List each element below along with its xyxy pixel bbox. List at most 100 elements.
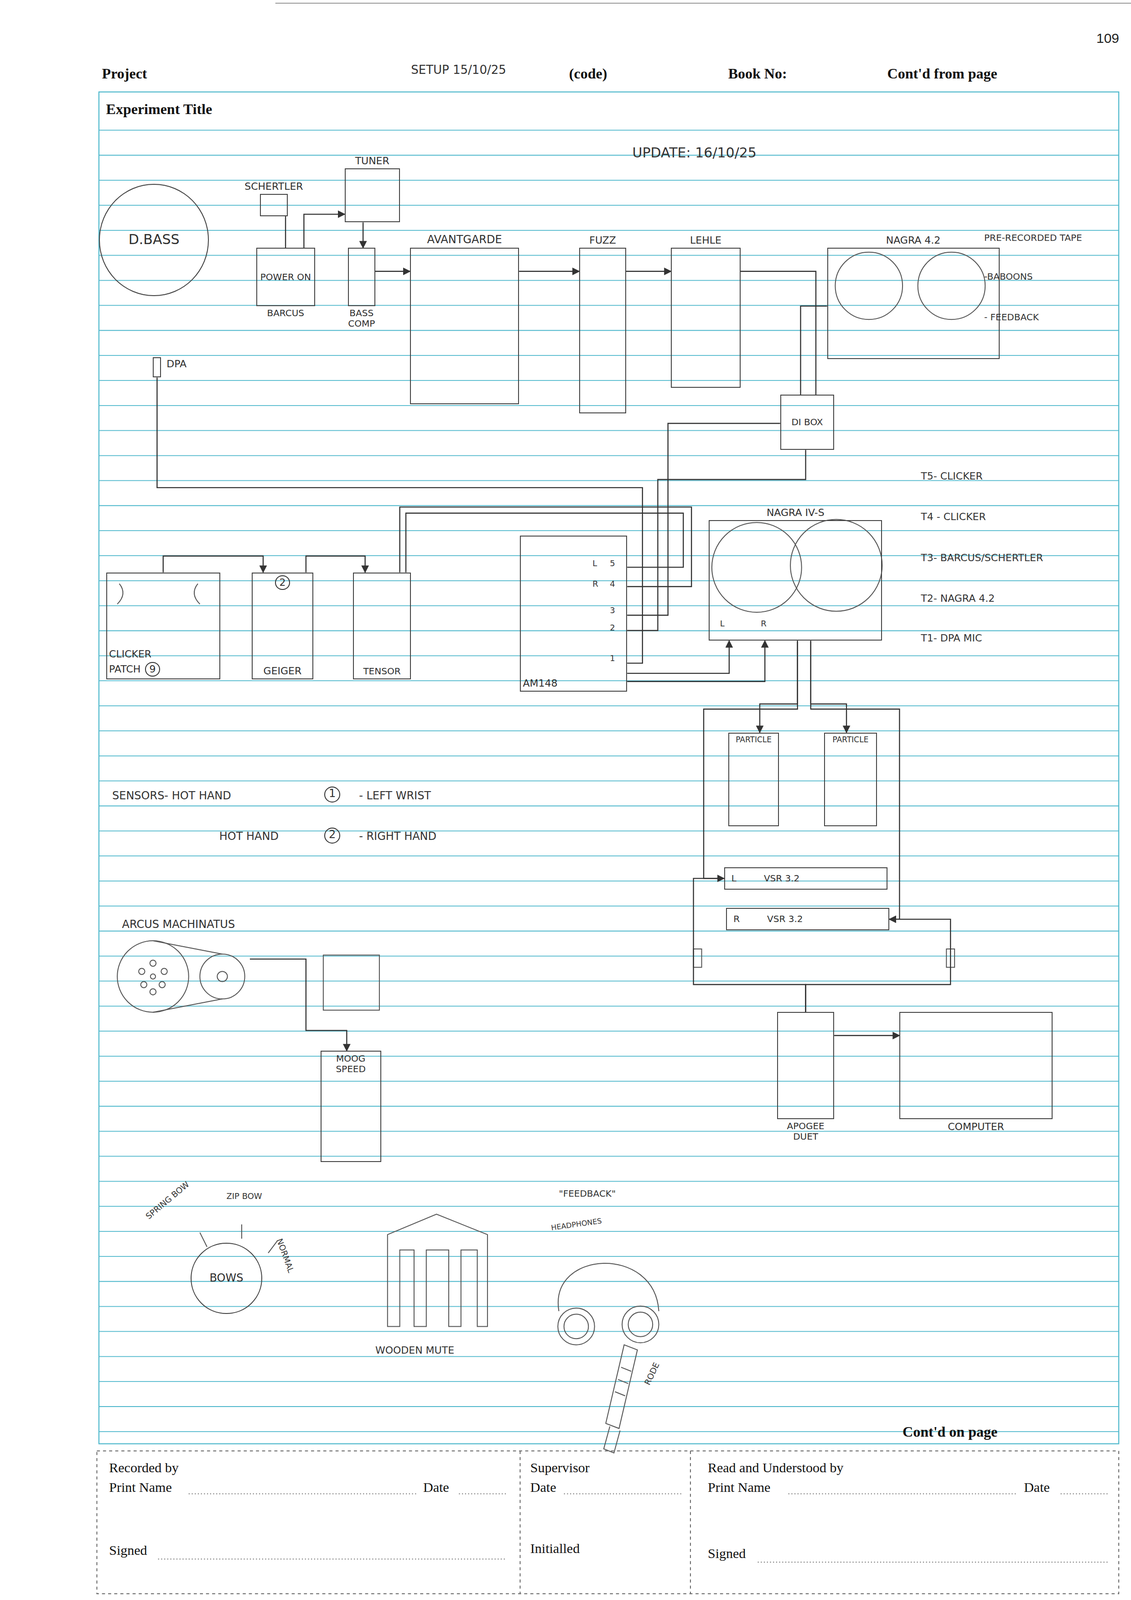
device-label: GEIGER: [263, 664, 302, 677]
signal-connector: [810, 640, 900, 919]
note-text: HEADPHONES: [550, 1216, 602, 1232]
device-label: VSR 3.2: [767, 913, 803, 924]
form-label: Cont'd from page: [887, 65, 998, 83]
note-text: R: [760, 618, 767, 629]
form-label: Date: [423, 1478, 450, 1495]
ruled-line: [98, 354, 1119, 356]
ruled-line: [98, 1280, 1119, 1282]
note-text: - FEEDBACK: [984, 311, 1039, 323]
ruled-line: [98, 1155, 1119, 1157]
ruled-line: [98, 1005, 1119, 1007]
clicker-knobs: [117, 583, 200, 604]
form-label: Print Name: [707, 1478, 771, 1495]
note-text: SPRING BOW: [144, 1179, 192, 1221]
device-label: COMPUTER: [947, 1120, 1005, 1132]
device-box: 2GEIGER: [251, 572, 313, 680]
device-box: COMPUTER: [899, 1011, 1053, 1119]
device-label: NAGRA IV-S: [766, 506, 825, 519]
bow-ticks: [199, 1224, 278, 1253]
note-text: -BABOONS: [984, 271, 1033, 282]
signal-connector: [285, 216, 286, 248]
ruled-line: [98, 880, 1119, 882]
device-box: MOOG SPEED: [320, 1050, 382, 1162]
note-text: - RIGHT HAND: [358, 830, 437, 843]
drawing-node: ARCUS MACHINATUS: [107, 933, 250, 1010]
signal-connector: [834, 1034, 900, 1036]
device-label: CLICKER: [108, 648, 218, 660]
device-box: SCHERTLER: [259, 193, 288, 217]
signal-connector: [518, 270, 580, 272]
ruled-line: [98, 730, 1119, 732]
ruled-line: [98, 755, 1119, 757]
signal-connector: [627, 640, 765, 681]
headphones-drawing: [557, 1262, 659, 1345]
signal-connector: [627, 640, 730, 674]
note-text: NORMAL: [274, 1236, 296, 1274]
signal-connector: [800, 306, 828, 395]
device-label: PATCH: [108, 663, 141, 675]
device-box: CLICKERPATCH9: [106, 572, 221, 680]
device-box: PARTICLE: [824, 732, 877, 827]
device-box: AVANTGARDE: [409, 247, 519, 404]
signal-connector: [703, 640, 798, 878]
note-text: 1: [609, 653, 615, 664]
tape-reel: [918, 252, 986, 320]
form-label: Print Name: [108, 1478, 172, 1495]
ruled-line: [98, 1255, 1119, 1257]
form-label: Cont'd on page: [902, 1422, 998, 1440]
ruled-line: [98, 1180, 1119, 1182]
note-text: 4: [609, 579, 615, 589]
device-label: DI BOX: [791, 416, 823, 428]
note-text: WOODEN MUTE: [375, 1343, 455, 1356]
ruled-line: [98, 930, 1119, 932]
device-box: DI BOX: [780, 394, 835, 450]
ruled-line: [98, 1030, 1119, 1032]
ruled-line: [98, 780, 1119, 782]
device-label: FUZZ: [589, 234, 617, 246]
ruled-line: [98, 304, 1119, 306]
form-label: Date: [1023, 1478, 1050, 1495]
device-box: APOGEE DUET: [777, 1011, 835, 1119]
device-label: L: [731, 872, 737, 884]
signal-connector: [740, 271, 817, 395]
form-label: Signed: [707, 1545, 746, 1562]
signal-connector: [375, 270, 410, 272]
signal-connector: [805, 918, 951, 1012]
signal-connector: [759, 640, 798, 732]
signal-connector: [405, 513, 684, 573]
signal-connector: [306, 555, 366, 573]
rode-microphone-drawing: [603, 1344, 638, 1453]
ruled-line: [98, 1355, 1119, 1357]
device-box: RVSR 3.2: [726, 907, 890, 930]
signal-connector: [627, 449, 806, 631]
ruled-line: [98, 1230, 1119, 1232]
note-text: T5- CLICKER: [920, 470, 983, 482]
signal-connector: [810, 640, 847, 732]
circle-node: D.BASS: [98, 183, 210, 296]
ruled-line: [98, 679, 1119, 681]
ruled-line: [98, 379, 1119, 381]
device-box: LEHLE: [670, 247, 741, 388]
note-text: 5: [609, 558, 615, 569]
callout-number: 1: [324, 786, 341, 803]
signal-connector: [693, 877, 806, 1012]
footer-divider: [690, 1450, 691, 1593]
ruled-line: [98, 905, 1119, 907]
ruled-line: [98, 980, 1119, 982]
device-label: VSR 3.2: [763, 872, 800, 884]
device-label: LEHLE: [690, 234, 722, 246]
ruled-line: [98, 504, 1119, 506]
note-text: UPDATE: 16/10/25: [632, 145, 757, 161]
ruled-line: [98, 1080, 1119, 1082]
wooden-mute-drawing: [387, 1213, 488, 1326]
device-box: BASS COMP: [347, 247, 376, 306]
note-text: T4 - CLICKER: [920, 510, 986, 523]
ruled-line: [98, 1380, 1119, 1382]
ruled-line: [98, 329, 1119, 331]
signal-connector: [249, 958, 347, 1051]
note-text: - LEFT WRIST: [358, 789, 431, 803]
ruled-line: [98, 455, 1119, 457]
device-box: DPA: [152, 357, 161, 378]
device-label: TENSOR: [363, 665, 401, 677]
ruled-line: [98, 404, 1119, 406]
